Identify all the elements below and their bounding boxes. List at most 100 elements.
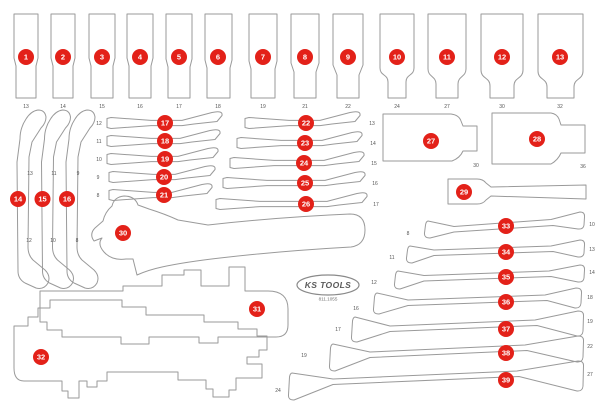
size-label-33-right: 10 <box>589 222 595 228</box>
marker-3: 3 <box>94 49 110 65</box>
open-end-wrench-outline-37 <box>350 310 585 343</box>
slot-outline-5 <box>165 13 193 99</box>
marker-29: 29 <box>456 184 472 200</box>
size-label-33-left: 8 <box>407 231 410 237</box>
svg-text:39: 39 <box>502 376 510 385</box>
marker-20: 20 <box>156 169 172 185</box>
slot-outline-13 <box>537 13 584 99</box>
size-label-bent-bottom-15: 10 <box>50 238 56 244</box>
svg-text:20: 20 <box>160 173 168 182</box>
marker-26: 26 <box>298 196 314 212</box>
marker-6: 6 <box>210 49 226 65</box>
svg-text:25: 25 <box>301 179 309 188</box>
marker-5: 5 <box>171 49 187 65</box>
size-label-21: 8 <box>97 193 100 199</box>
svg-text:33: 33 <box>502 222 510 231</box>
marker-28: 28 <box>529 131 545 147</box>
size-label-top-4: 16 <box>137 104 143 110</box>
logo-text: KS TOOLS <box>305 280 352 290</box>
slot-outline-9 <box>332 13 364 99</box>
size-label-top-11: 27 <box>444 104 450 110</box>
svg-text:13: 13 <box>556 53 564 62</box>
size-label-17: 12 <box>96 121 102 127</box>
size-label-37-right: 19 <box>587 319 593 325</box>
svg-text:4: 4 <box>138 53 143 62</box>
size-label-bent-top-14: 13 <box>27 171 33 177</box>
svg-text:3: 3 <box>100 53 104 62</box>
stub-wrenches-left: 12 11 10 9 8 17 18 19 20 21 <box>96 111 223 203</box>
svg-text:32: 32 <box>37 353 45 362</box>
svg-text:1: 1 <box>24 53 28 62</box>
svg-text:21: 21 <box>160 191 168 200</box>
marker-19: 19 <box>157 151 173 167</box>
marker-36: 36 <box>498 294 514 310</box>
size-label-39-left: 24 <box>275 388 281 394</box>
size-label-38-left: 19 <box>301 353 307 359</box>
svg-text:2: 2 <box>61 53 65 62</box>
svg-text:37: 37 <box>502 325 510 334</box>
size-label-top-9: 22 <box>345 104 351 110</box>
svg-text:18: 18 <box>161 137 169 146</box>
marker-15: 15 <box>34 191 51 207</box>
size-label-bent-top-16: 9 <box>77 171 80 177</box>
size-label-24: 15 <box>371 161 377 167</box>
marker-22: 22 <box>298 115 314 131</box>
size-label-top-13: 32 <box>557 104 563 110</box>
slot-outline-1 <box>13 13 39 99</box>
svg-text:7: 7 <box>261 53 265 62</box>
svg-text:19: 19 <box>161 155 169 164</box>
size-label-26: 17 <box>373 202 379 208</box>
marker-7: 7 <box>255 49 271 65</box>
marker-39: 39 <box>498 372 514 388</box>
slot-outline-3 <box>88 13 116 99</box>
plate-outline-31 <box>39 266 289 345</box>
size-label-39-right: 27 <box>587 372 593 378</box>
marker-1: 1 <box>18 49 34 65</box>
size-label-top-7: 19 <box>260 104 266 110</box>
blocks: 30 36 27 28 29 <box>382 112 587 205</box>
size-label-18: 11 <box>96 139 101 145</box>
size-label-19: 10 <box>96 157 102 163</box>
size-label-37-left: 17 <box>335 327 341 333</box>
marker-37: 37 <box>498 321 514 337</box>
marker-17: 17 <box>157 115 173 131</box>
slot-outline-11 <box>427 13 467 99</box>
svg-text:30: 30 <box>119 229 127 238</box>
hook-outline-29 <box>447 178 587 205</box>
svg-text:28: 28 <box>533 135 541 144</box>
top-row-slots: 13 14 15 16 17 18 19 21 22 24 27 30 32 1… <box>13 13 584 110</box>
open-end-wrench-outline-34 <box>405 239 586 264</box>
stub-wrench-outline-25 <box>222 171 366 189</box>
size-label-27: 30 <box>473 163 479 169</box>
size-label-bent-top-15: 11 <box>51 171 56 177</box>
marker-12: 12 <box>494 49 510 65</box>
svg-text:38: 38 <box>502 349 510 358</box>
size-label-top-8: 21 <box>302 104 308 110</box>
adjustable-wrench-outline-30 <box>91 195 366 276</box>
marker-14: 14 <box>10 191 26 207</box>
size-label-36-right: 18 <box>587 295 593 301</box>
svg-text:24: 24 <box>300 159 309 168</box>
svg-text:12: 12 <box>498 53 506 62</box>
slot-outline-8 <box>290 13 320 99</box>
slot-outline-7 <box>248 13 278 99</box>
bent-wrenches: 13 11 9 12 10 8 14 15 16 <box>10 109 99 289</box>
marker-33: 33 <box>498 218 514 234</box>
open-end-wrenches: 8 11 12 16 17 19 24 10 13 14 18 19 22 27… <box>275 211 595 401</box>
marker-23: 23 <box>297 135 313 151</box>
marker-31: 31 <box>249 301 265 317</box>
size-label-top-10: 24 <box>394 104 400 110</box>
marker-2: 2 <box>55 49 71 65</box>
size-label-bent-bottom-14: 12 <box>26 238 32 244</box>
svg-text:8: 8 <box>303 53 307 62</box>
slot-outline-4 <box>126 13 154 99</box>
marker-4: 4 <box>132 49 148 65</box>
marker-27: 27 <box>423 133 439 149</box>
marker-9: 9 <box>340 49 356 65</box>
open-end-wrench-outline-35 <box>393 264 586 290</box>
logo-oval <box>296 274 360 296</box>
stub-wrench-outline-26 <box>215 192 368 210</box>
svg-text:26: 26 <box>302 200 310 209</box>
marker-38: 38 <box>498 345 514 361</box>
